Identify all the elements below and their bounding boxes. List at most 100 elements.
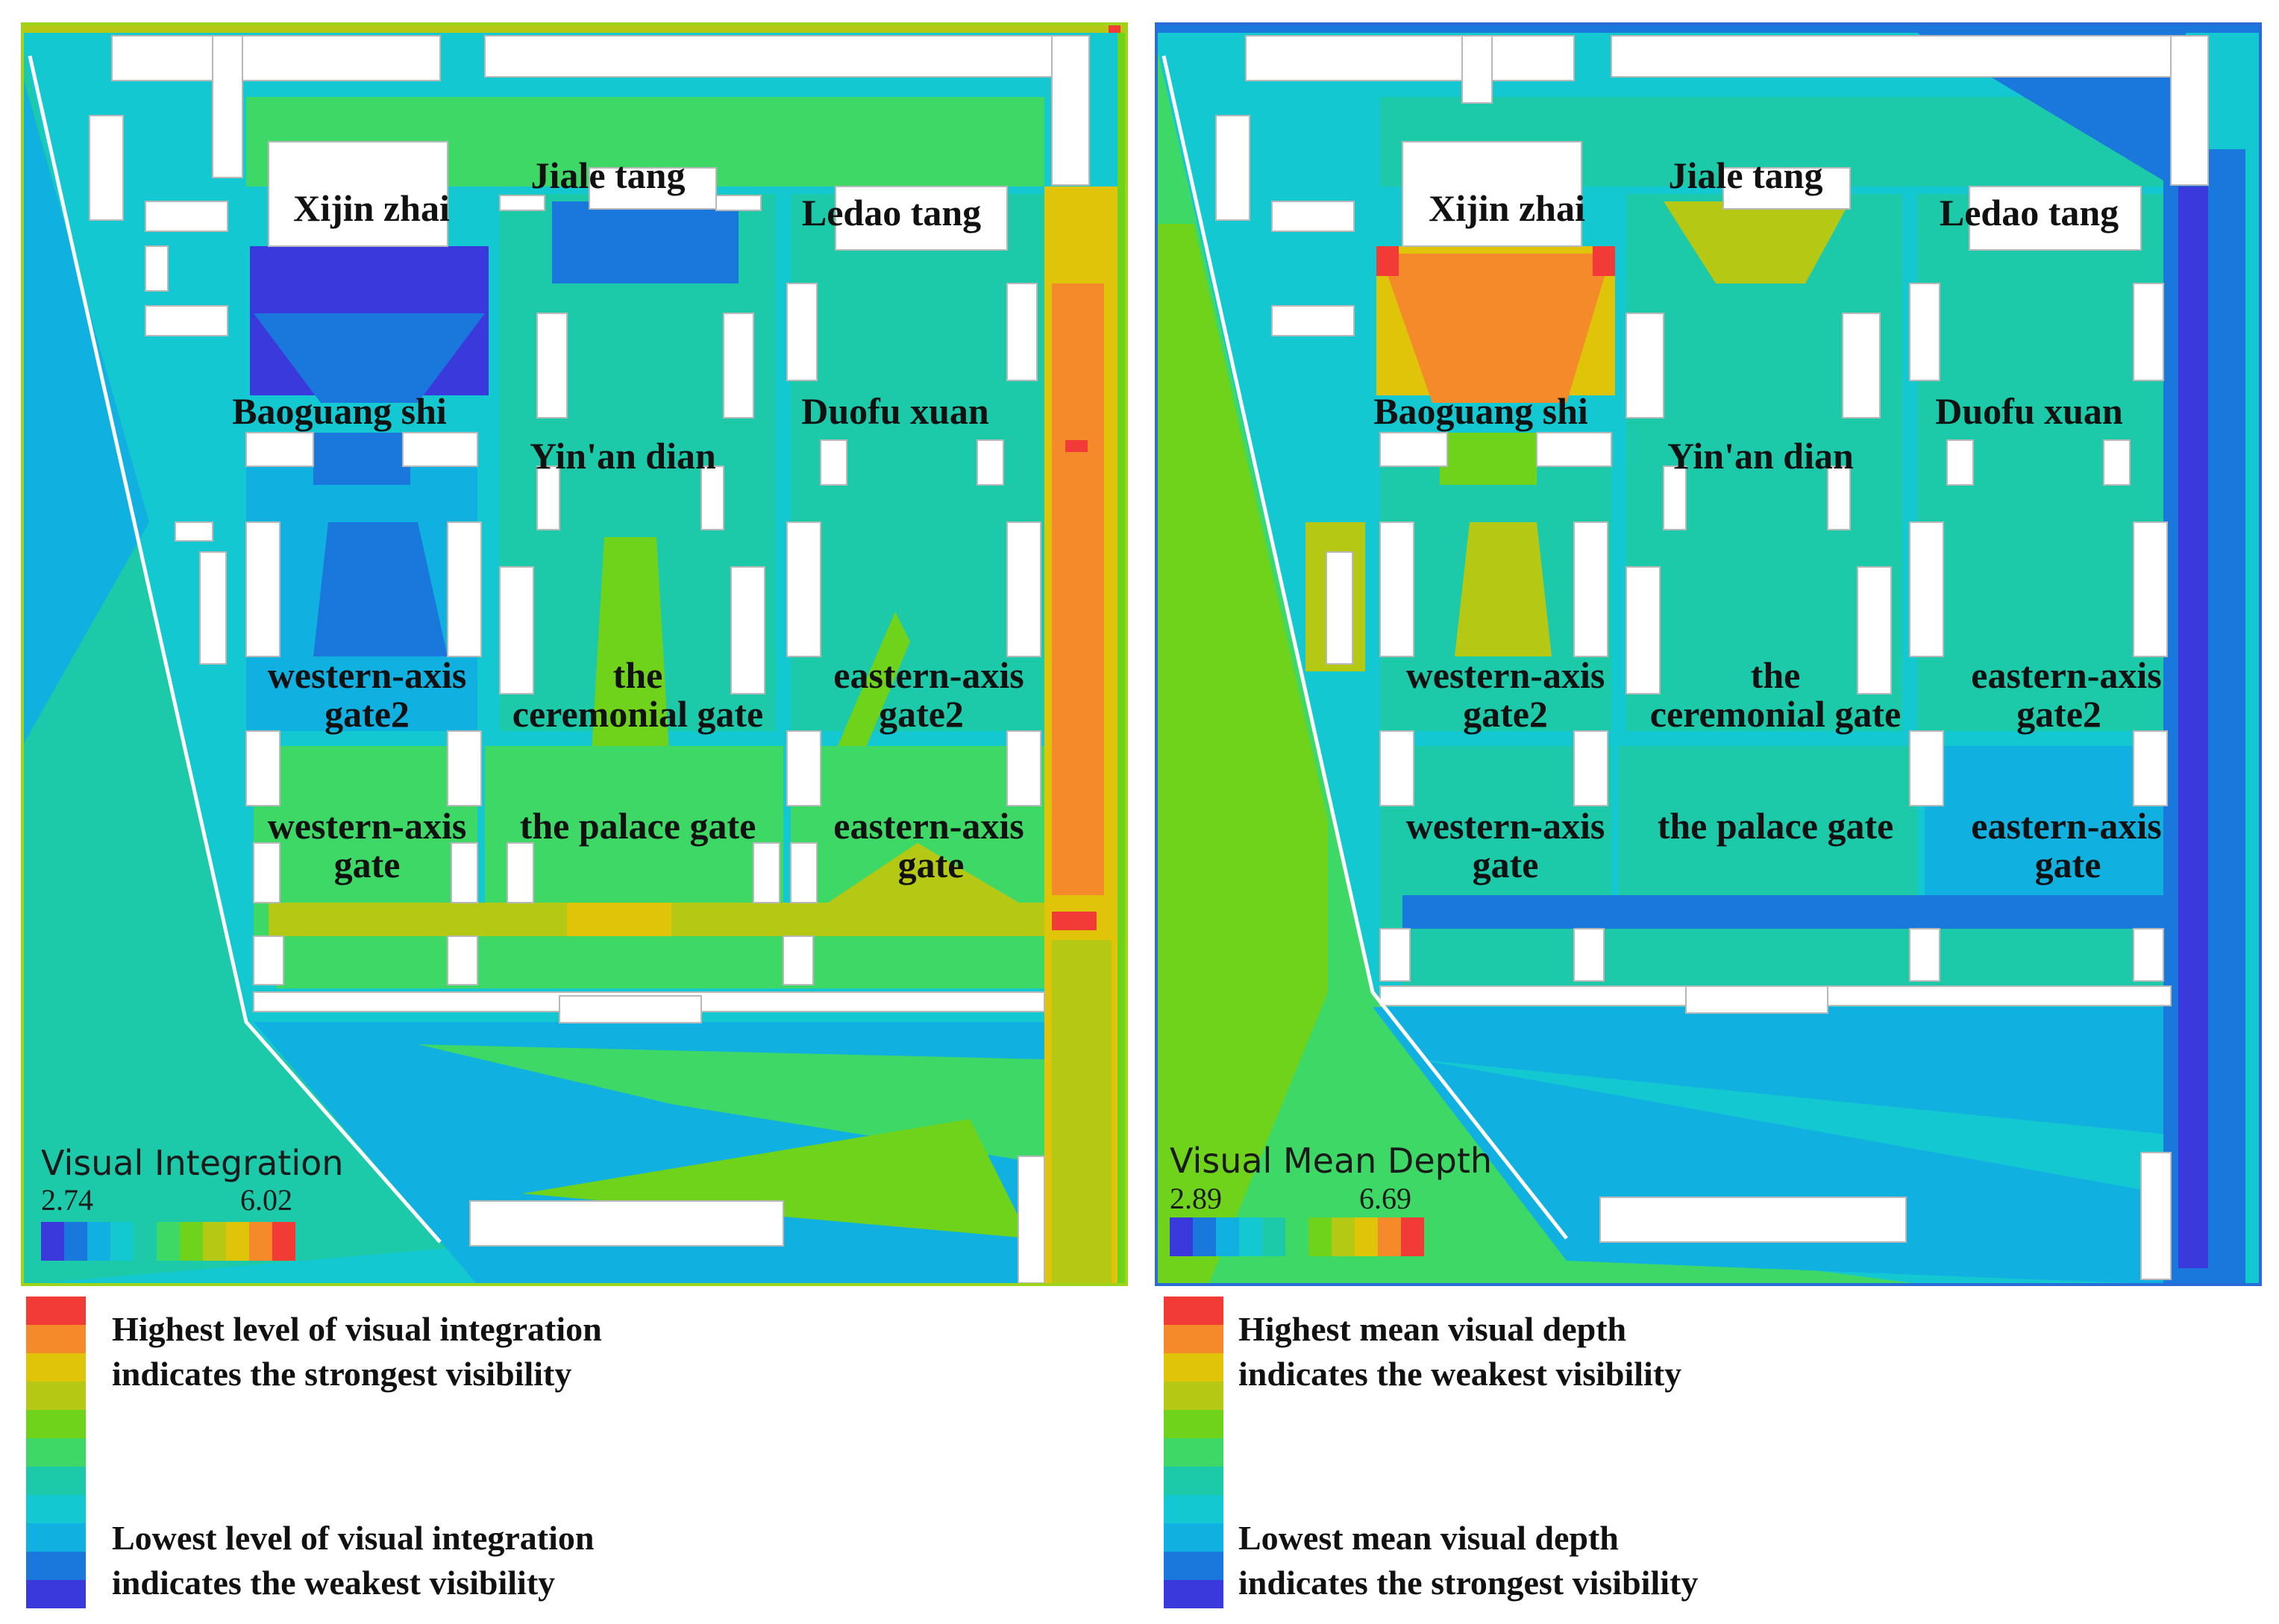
left-corridor-green	[276, 936, 1059, 988]
left-map-frame	[21, 22, 1128, 1286]
key-swatch	[1164, 1438, 1223, 1467]
legend-swatch	[1262, 1217, 1285, 1256]
left-baoguang-dark	[313, 433, 410, 485]
left-key-high: Highest level of visual integration indi…	[112, 1307, 602, 1396]
label-eastern-axis-gate2-line1: eastern-axis	[1971, 654, 2162, 696]
key-swatch	[26, 1353, 86, 1382]
right-bldg-xijin	[1402, 141, 1582, 247]
key-swatch	[1164, 1410, 1223, 1438]
label-ledao-tang: Ledao tang	[802, 192, 981, 233]
label-ceremonial-gate-line2: ceremonial gate	[1650, 693, 1901, 735]
left-bldg-wcourt-l	[245, 521, 280, 657]
right-bldg-wcourt-r	[1573, 521, 1608, 657]
label-ceremonial-gate-line1: the	[1751, 654, 1801, 696]
key-swatch	[26, 1552, 86, 1580]
right-bldg-row2	[1573, 928, 1605, 982]
left-key-low-line1: Lowest level of visual integration	[112, 1519, 595, 1557]
key-swatch	[1164, 1523, 1223, 1552]
right-bldg-gate2-wl	[1379, 730, 1414, 806]
left-bldg-south-gate	[559, 995, 702, 1023]
right-bldg-duofu-r	[2103, 439, 2131, 486]
left-key-high-line2: indicates the strongest visibility	[112, 1355, 572, 1393]
right-bldg-south-block	[1599, 1197, 1907, 1243]
left-bldg-east-low	[1018, 1156, 1045, 1284]
left-bldg-south-block	[469, 1200, 784, 1247]
right-map-labels: Xijin zhai Jiale tang Ledao tang Baoguan…	[1373, 154, 2162, 885]
left-bldg-row3	[783, 935, 814, 985]
key-swatch	[1164, 1353, 1223, 1382]
left-bldg-mid-l	[499, 566, 534, 695]
legend-swatch	[180, 1222, 203, 1261]
right-key-low-line1: Lowest mean visual depth	[1238, 1519, 1619, 1557]
label-baoguang-shi: Baoguang shi	[232, 390, 447, 432]
label-ledao-tang: Ledao tang	[1940, 192, 2119, 233]
left-bldg-w4	[145, 245, 169, 292]
legend-swatch	[87, 1222, 110, 1261]
left-bldg-w-court-r	[723, 313, 754, 418]
legend-swatch	[1308, 1217, 1332, 1256]
left-scale-legend: Visual Integration 2.74 6.02	[41, 1143, 343, 1261]
label-palace-gate: the palace gate	[1658, 805, 1894, 847]
right-bldg-yinan-r	[1827, 465, 1851, 530]
right-bldg-row4	[2133, 928, 2164, 982]
label-eastern-axis-gate-line1: eastern-axis	[1971, 805, 2162, 847]
left-east-street-core	[1052, 283, 1104, 895]
label-eastern-axis-gate2-line1: eastern-axis	[833, 654, 1024, 696]
left-map-labels: Xijin zhai Jiale tang Ledao tang Baoguan…	[232, 154, 1024, 885]
right-west-boundary-line	[1162, 55, 1568, 1240]
left-bldg-top-wide2	[484, 35, 1053, 78]
left-bldg-e-court-l	[786, 283, 818, 381]
left-bldg-wcourt-r	[447, 521, 482, 657]
label-duofu-xuan: Duofu xuan	[801, 390, 989, 432]
left-bldg-baoguang	[245, 432, 314, 467]
visual-mean-depth-map: Xijin zhai Jiale tang Ledao tang Baoguan…	[1155, 22, 2262, 1286]
left-bldg-ecourt-r	[1006, 521, 1041, 657]
right-bldg-gate2-el	[1909, 730, 1944, 806]
left-bldg-yinan-r	[700, 465, 724, 530]
left-bldg-row2	[447, 935, 478, 985]
label-eastern-axis-gate-line1: eastern-axis	[833, 805, 1024, 847]
left-bldg-row1	[253, 935, 284, 985]
right-key-high-line1: Highest mean visual depth	[1238, 1310, 1627, 1348]
right-xijin-court-fan	[1380, 254, 1611, 403]
legend-swatch	[64, 1222, 87, 1261]
left-east-margin	[1117, 24, 1126, 1285]
label-baoguang-shi: Baoguang shi	[1373, 390, 1588, 432]
right-gate-corridor	[1402, 895, 2178, 929]
left-bldg-ecourt-l	[786, 521, 821, 657]
legend-swatch	[1239, 1217, 1262, 1256]
key-swatch	[1164, 1325, 1223, 1353]
label-eastern-axis-gate-line2: gate	[2035, 844, 2101, 885]
left-bldg-duofu-r	[977, 439, 1004, 486]
label-western-axis-gate-line2: gate	[1473, 844, 1539, 885]
key-swatch	[1164, 1382, 1223, 1410]
right-bldg-side-w	[1326, 551, 1353, 665]
visual-integration-map: Xijin zhai Jiale tang Ledao tang Baoguan…	[21, 22, 1128, 1286]
key-swatch	[1164, 1297, 1223, 1325]
legend-swatch	[1355, 1217, 1378, 1256]
right-outer-wedge	[1156, 45, 1925, 1285]
left-legend-color-scale	[41, 1222, 295, 1261]
right-bldg-e-court-l	[1909, 283, 1940, 381]
left-bldg-yinan-l	[536, 465, 560, 530]
label-eastern-axis-gate-line2: gate	[898, 844, 965, 885]
label-palace-gate: the palace gate	[520, 805, 756, 847]
right-bldg-w1	[1215, 115, 1250, 221]
left-bldg-e-court-r	[1006, 283, 1038, 381]
left-legend-title: Visual Integration	[41, 1143, 343, 1183]
key-swatch	[26, 1523, 86, 1552]
left-bldg-jiale	[589, 167, 717, 210]
right-bldg-duofu-l	[1946, 439, 1974, 486]
right-bldg-baoguang2	[1536, 432, 1612, 467]
legend-swatch	[1216, 1217, 1239, 1256]
legend-swatch	[1193, 1217, 1216, 1256]
right-bldg-ledao	[1969, 186, 2142, 251]
key-swatch	[26, 1325, 86, 1353]
left-legend-max: 6.02	[240, 1183, 292, 1217]
left-key-high-line1: Highest level of visual integration	[112, 1310, 602, 1348]
key-swatch	[26, 1580, 86, 1608]
left-bldg-low-cr	[753, 842, 780, 903]
left-bldg-w-court-l	[536, 313, 568, 418]
